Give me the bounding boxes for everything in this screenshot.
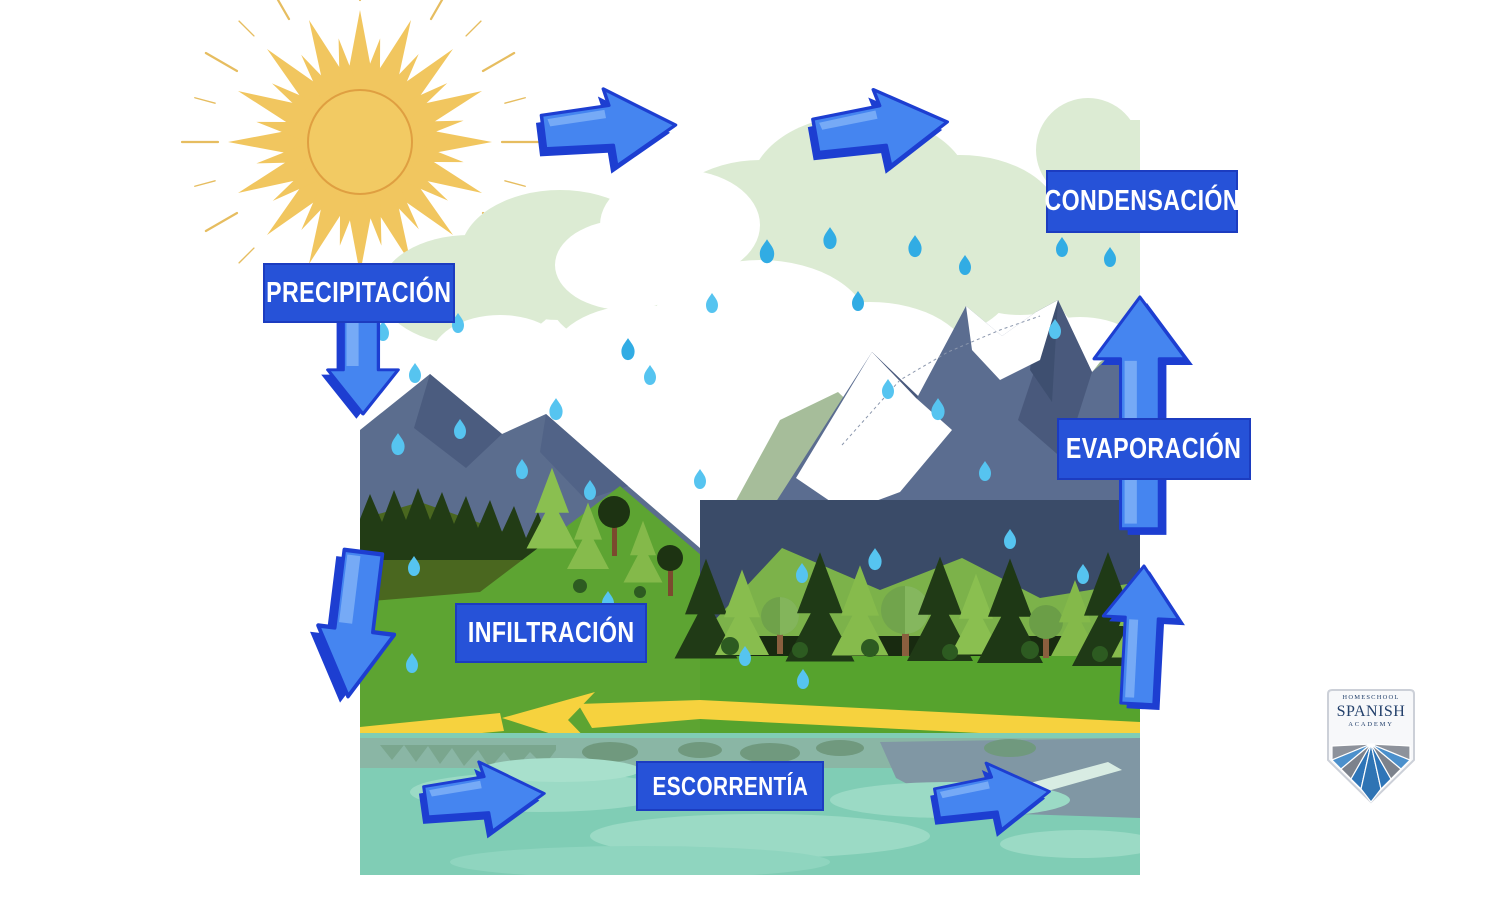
label-evaporacion-text: EVAPORACIÓN xyxy=(1066,432,1242,465)
homeschool-spanish-academy-logo: HOMESCHOOL SPANISH ACADEMY xyxy=(1322,686,1420,806)
logo-text-spanish: SPANISH xyxy=(1336,702,1406,720)
label-infiltracion: INFILTRACIÓN xyxy=(455,603,647,663)
label-precipitacion-text: PRECIPITACIÓN xyxy=(266,276,452,309)
label-precipitacion: PRECIPITACIÓN xyxy=(263,263,455,323)
label-condensacion-text: CONDENSACIÓN xyxy=(1044,185,1240,217)
logo-text-academy: ACADEMY xyxy=(1348,720,1394,728)
label-infiltracion-text: INFILTRACIÓN xyxy=(467,616,635,649)
label-condensacion: CONDENSACIÓN xyxy=(1044,170,1240,233)
logo-shield-icon xyxy=(1327,689,1415,804)
forest xyxy=(674,552,1140,666)
label-evaporacion: EVAPORACIÓN xyxy=(1057,418,1251,480)
logo-text: HOMESCHOOL SPANISH ACADEMY xyxy=(1322,694,1420,728)
label-escorrentia-text: ESCORRENTÍA xyxy=(652,770,808,801)
arrow-right-top-left-icon xyxy=(532,83,680,180)
logo-text-homeschool: HOMESCHOOL xyxy=(1342,694,1400,701)
label-escorrentia: ESCORRENTÍA xyxy=(636,761,824,811)
slope-trees xyxy=(526,467,683,598)
